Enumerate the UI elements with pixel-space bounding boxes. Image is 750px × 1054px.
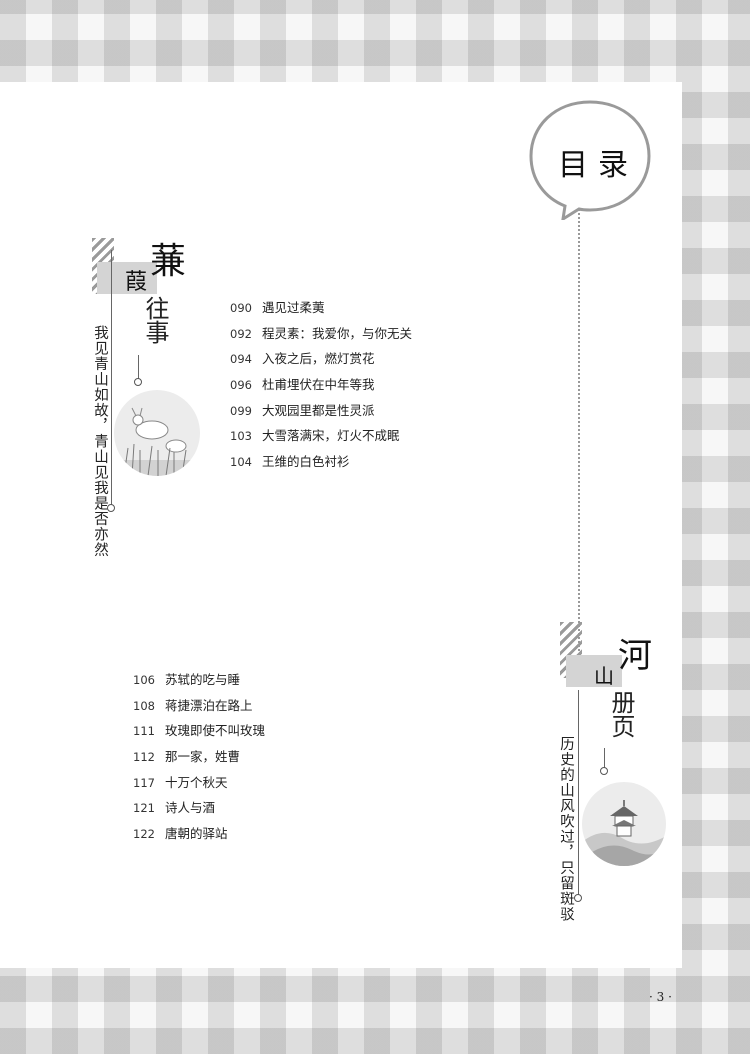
toc-list-section1: 090 遇见过柔荑 092 程灵素：我爱你，与你无关 094 入夜之后，燃灯赏花 09…: [230, 295, 412, 475]
section-quote: 我见青山如故，青山见我是否亦然: [92, 325, 108, 558]
section-title-char-small: 山: [594, 664, 614, 688]
section-title-char-small: 葭: [125, 270, 148, 295]
section-title-char: 河: [618, 636, 652, 676]
page-title: 目录: [558, 148, 638, 183]
toc-item[interactable]: 104 王维的白色衬衫: [230, 449, 412, 475]
toc-item-title: 大观园里都是性灵派: [262, 402, 375, 418]
toc-page-number: 112: [133, 750, 155, 765]
toc-item-title: 诗人与酒: [165, 800, 216, 816]
toc-page-number: 111: [133, 724, 155, 739]
toc-page-number: 099: [230, 403, 252, 418]
divider-line: [111, 250, 112, 505]
toc-item[interactable]: 108 蒋捷漂泊在路上: [133, 693, 265, 719]
toc-item[interactable]: 121 诗人与酒: [133, 795, 265, 821]
toc-page-number: 108: [133, 698, 155, 713]
section-quote: 历史的山风吹过，只留斑驳: [558, 736, 574, 922]
line-dot: [134, 378, 142, 386]
divider-line: [138, 355, 139, 379]
toc-item-title: 杜甫埋伏在中年等我: [262, 377, 375, 393]
toc-page-number: 106: [133, 673, 155, 687]
toc-item[interactable]: 094 入夜之后，燃灯赏花: [230, 346, 412, 372]
toc-item[interactable]: 106 苏轼的吃与睡: [133, 667, 265, 693]
speech-bubble-icon: [529, 100, 651, 220]
toc-item-title: 蒋捷漂泊在路上: [165, 697, 253, 713]
toc-item[interactable]: 090 遇见过柔荑: [230, 295, 412, 321]
section-subtitle: 册页: [607, 690, 635, 738]
section-title-char: 蒹: [150, 241, 187, 282]
toc-item-title: 苏轼的吃与睡: [165, 672, 241, 687]
toc-item[interactable]: 103 大雪落满宋，灯火不成眠: [230, 423, 412, 449]
toc-item[interactable]: 117 十万个秋天: [133, 770, 265, 796]
toc-item-title: 十万个秋天: [165, 774, 228, 790]
deer-illustration: [114, 390, 200, 476]
section-subtitle: 往事: [141, 296, 169, 344]
divider-line: [604, 748, 605, 768]
page-sheet: [0, 82, 682, 968]
toc-item-title: 那一家，姓曹: [165, 749, 241, 765]
toc-item-title: 遇见过柔荑: [262, 300, 325, 315]
toc-item[interactable]: 122 唐朝的驿站: [133, 821, 265, 847]
toc-item[interactable]: 092 程灵素：我爱你，与你无关: [230, 321, 412, 347]
toc-page-number: 117: [133, 775, 155, 790]
toc-item[interactable]: 111 玫瑰即使不叫玫瑰: [133, 718, 265, 744]
toc-item-title: 王维的白色衬衫: [262, 454, 350, 470]
toc-item-title: 大雪落满宋，灯火不成眠: [262, 428, 400, 444]
page-number: · 3 ·: [649, 990, 672, 1004]
toc-item-title: 程灵素：我爱你，与你无关: [262, 325, 413, 341]
toc-page-number: 122: [133, 827, 155, 842]
toc-item-title: 玫瑰即使不叫玫瑰: [165, 723, 266, 739]
dotted-guide-line: [578, 200, 580, 655]
toc-item[interactable]: 112 那一家，姓曹: [133, 744, 265, 770]
line-dot: [107, 504, 115, 512]
toc-page-number: 090: [230, 301, 252, 315]
line-dot: [574, 894, 582, 902]
toc-page-number: 103: [230, 429, 252, 444]
toc-page-number: 092: [230, 326, 252, 341]
pavilion-illustration: [582, 782, 666, 866]
toc-page-number: 094: [230, 352, 252, 367]
divider-line: [578, 690, 579, 895]
toc-item[interactable]: 099 大观园里都是性灵派: [230, 398, 412, 424]
section-title-bar: [566, 655, 622, 687]
section-title-bar: [97, 262, 157, 294]
toc-item-title: 唐朝的驿站: [165, 826, 228, 842]
toc-page-number: 104: [230, 455, 252, 470]
toc-list-section2: 106 苏轼的吃与睡 108 蒋捷漂泊在路上 111 玫瑰即使不叫玫瑰 112 那一家，…: [133, 667, 265, 847]
line-dot: [600, 767, 608, 775]
toc-item-title: 入夜之后，燃灯赏花: [262, 351, 375, 367]
toc-page-number: 096: [230, 378, 252, 393]
toc-item[interactable]: 096 杜甫埋伏在中年等我: [230, 372, 412, 398]
toc-page-number: 121: [133, 801, 155, 816]
